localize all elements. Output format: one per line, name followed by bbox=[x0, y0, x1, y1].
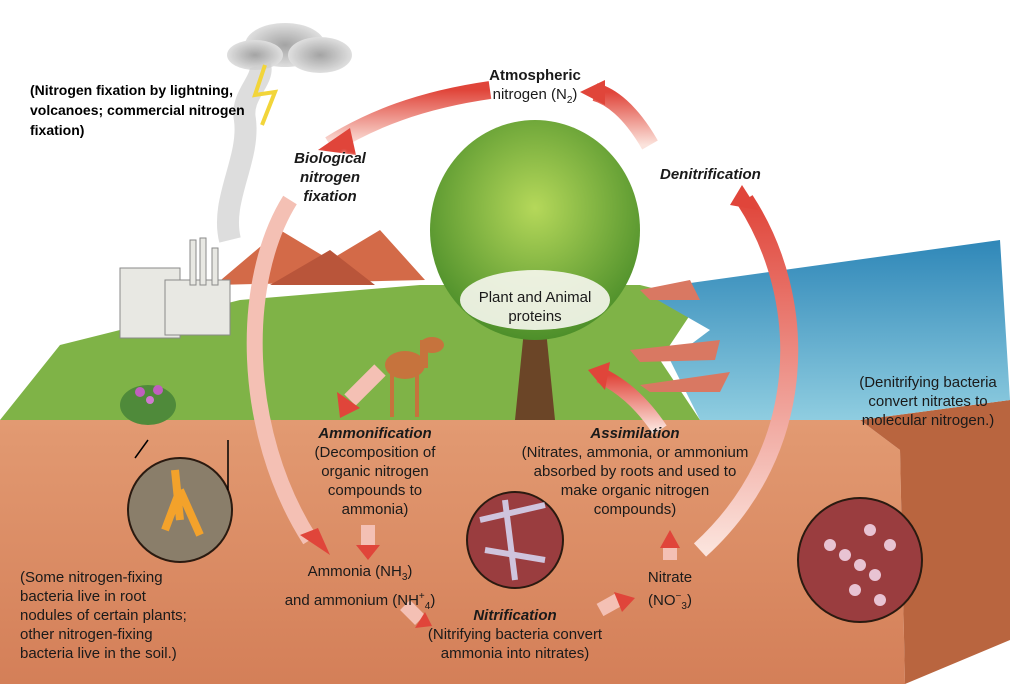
deer bbox=[385, 337, 444, 417]
nitrate-label: Nitrate (NO−3) bbox=[647, 569, 693, 612]
shore-cliff-2 bbox=[630, 340, 720, 362]
atmospheric-title: Atmospheric bbox=[489, 67, 581, 84]
ammonia-label: Ammonia (NH3) and ammonium (NH+4) bbox=[284, 563, 436, 612]
shore-cliff-3 bbox=[640, 372, 730, 392]
factory bbox=[119, 237, 231, 339]
arrow-to-nitrate bbox=[596, 593, 622, 617]
assimilation-block: Assimilation (Nitrates, ammonia, or ammo… bbox=[505, 424, 765, 519]
soil-side bbox=[860, 400, 1010, 684]
arrow-ammonification bbox=[344, 364, 386, 406]
ocean bbox=[640, 240, 1010, 420]
plant-animal-proteins-label: Plant and Animal proteins bbox=[478, 289, 592, 325]
shore-cliff-1 bbox=[640, 280, 700, 300]
arrow-denitrification-up bbox=[693, 195, 799, 557]
arrow-fixation-to-ammonia bbox=[246, 195, 317, 545]
smoke-plume bbox=[216, 61, 272, 243]
denitrification-label: Denitrification bbox=[660, 166, 761, 183]
lightning-bolt bbox=[252, 64, 279, 126]
atmospheric-sub: nitrogen (N2) bbox=[492, 86, 578, 106]
root-nodule-label: (Some nitrogen-fixing bacteria live in r… bbox=[20, 569, 187, 662]
lightning-note: (Nitrogen fixation by lightning, volcano… bbox=[30, 82, 245, 138]
arrow-atmosphere-to-fixation bbox=[325, 81, 492, 153]
tree-trunk bbox=[515, 320, 555, 420]
ammonification-block: Ammonification (Decomposition of organic… bbox=[300, 424, 450, 519]
nitrification-title: Nitrification bbox=[473, 607, 557, 624]
nitrification-block: Nitrification (Nitrifying bacteria conve… bbox=[420, 606, 610, 663]
atmospheric-nitrogen-label: Atmospheric nitrogen (N2) bbox=[475, 66, 595, 110]
clover-plant bbox=[120, 385, 176, 425]
assimilation-title: Assimilation bbox=[590, 425, 680, 442]
arrow-to-nitrification bbox=[400, 600, 425, 625]
volcano-2 bbox=[270, 250, 375, 285]
cloud bbox=[227, 23, 352, 73]
denitrifying-bacteria-label: (Denitrifying bacteria convert nitrates … bbox=[859, 374, 997, 429]
biological-fixation-label: Biological nitrogen fixation bbox=[294, 150, 366, 205]
ammonification-title: Ammonification bbox=[318, 425, 432, 442]
